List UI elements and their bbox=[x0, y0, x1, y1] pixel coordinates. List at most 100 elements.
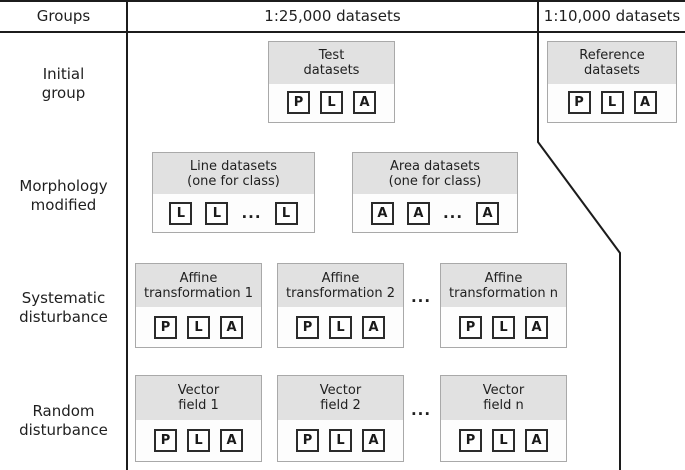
dataset-box-reference: Reference datasets P L A bbox=[547, 41, 677, 123]
line-dataset-chip: L bbox=[492, 429, 515, 453]
dataset-box-items: P L A bbox=[441, 307, 566, 347]
title-line: field n bbox=[483, 398, 524, 414]
area-dataset-chip: A bbox=[362, 429, 385, 453]
dataset-box-items: A A ... A bbox=[353, 194, 517, 232]
title-line: Vector bbox=[319, 383, 362, 399]
ellipsis: ... bbox=[410, 401, 432, 419]
area-dataset-chip: A bbox=[633, 91, 657, 115]
dataset-box-title: Test datasets bbox=[269, 42, 394, 84]
line-dataset-chip: L bbox=[274, 201, 298, 225]
title-line: (one for class) bbox=[187, 173, 280, 189]
area-dataset-chip: A bbox=[370, 201, 394, 225]
line-dataset-chip: L bbox=[320, 91, 343, 115]
title-line: field 1 bbox=[178, 398, 219, 414]
row-label-line: Random bbox=[32, 402, 95, 420]
row-label-line: disturbance bbox=[19, 308, 108, 326]
dataset-box-vector-1: Vector field 1 P L A bbox=[135, 375, 262, 462]
title-line: Test bbox=[318, 47, 345, 63]
point-dataset-chip: P bbox=[459, 315, 482, 339]
area-dataset-chip: A bbox=[362, 315, 385, 339]
title-line: Vector bbox=[482, 383, 525, 399]
dataset-box-title: Affine transformation 1 bbox=[136, 264, 261, 308]
point-dataset-chip: P bbox=[287, 91, 310, 115]
title-line: Affine bbox=[179, 270, 218, 286]
title-line: (one for class) bbox=[388, 173, 482, 189]
dataset-box-affine-n: Affine transformation n P L A bbox=[440, 263, 567, 348]
dataset-box-title: Vector field 1 bbox=[136, 376, 261, 421]
dataset-box-items: P L A bbox=[548, 84, 676, 122]
header-25000-datasets: 1:25,000 datasets bbox=[264, 7, 401, 25]
point-dataset-chip: P bbox=[154, 315, 177, 339]
line-dataset-chip: L bbox=[205, 201, 229, 225]
area-dataset-chip: A bbox=[525, 429, 548, 453]
area-dataset-chip: A bbox=[406, 201, 430, 225]
dataset-box-items: P L A bbox=[136, 420, 261, 461]
ellipsis: ... bbox=[410, 288, 432, 306]
dataset-box-affine-1: Affine transformation 1 P L A bbox=[135, 263, 262, 348]
title-line: datasets bbox=[584, 62, 640, 78]
dataset-box-title: Line datasets (one for class) bbox=[153, 153, 314, 195]
dataset-box-line-datasets: Line datasets (one for class) L L ... L bbox=[152, 152, 315, 233]
area-dataset-chip: A bbox=[220, 429, 243, 453]
dataset-box-area-datasets: Area datasets (one for class) A A ... A bbox=[352, 152, 518, 233]
dataset-box-items: P L A bbox=[441, 420, 566, 461]
row-label-line: Initial bbox=[42, 65, 85, 83]
row-label-morphology-modified: Morphology modified bbox=[0, 177, 127, 215]
area-dataset-chip: A bbox=[525, 315, 548, 339]
dataset-box-items: L L ... L bbox=[153, 194, 314, 232]
line-dataset-chip: L bbox=[329, 315, 352, 339]
header-separator-line bbox=[0, 31, 685, 33]
title-line: Line datasets bbox=[189, 158, 278, 174]
dataset-box-title: Vector field n bbox=[441, 376, 566, 421]
dataset-box-items: P L A bbox=[278, 420, 403, 461]
header-10000-datasets: 1:10,000 datasets bbox=[543, 7, 681, 25]
dataset-box-title: Area datasets (one for class) bbox=[353, 153, 517, 195]
title-line: transformation 1 bbox=[143, 285, 253, 301]
dataset-box-items: P L A bbox=[269, 84, 394, 122]
point-dataset-chip: P bbox=[296, 315, 319, 339]
dataset-box-title: Reference datasets bbox=[548, 42, 676, 84]
title-line: transformation n bbox=[449, 285, 558, 301]
ellipsis: ... bbox=[442, 203, 464, 222]
line-dataset-chip: L bbox=[492, 315, 515, 339]
title-line: transformation 2 bbox=[285, 285, 395, 301]
title-line: Vector bbox=[177, 383, 220, 399]
dataset-box-title: Vector field 2 bbox=[278, 376, 403, 421]
header-groups: Groups bbox=[36, 7, 91, 25]
title-line: field 2 bbox=[320, 398, 361, 414]
point-dataset-chip: P bbox=[567, 91, 591, 115]
line-dataset-chip: L bbox=[329, 429, 352, 453]
row-label-initial-group: Initial group bbox=[0, 65, 127, 103]
ellipsis: ... bbox=[241, 203, 262, 222]
area-dataset-chip: A bbox=[220, 315, 243, 339]
title-line: Reference bbox=[579, 47, 645, 63]
line-dataset-chip: L bbox=[600, 91, 624, 115]
point-dataset-chip: P bbox=[296, 429, 319, 453]
row-label-line: disturbance bbox=[19, 421, 108, 439]
area-dataset-chip: A bbox=[353, 91, 376, 115]
row-label-line: modified bbox=[30, 196, 97, 214]
dataset-box-items: P L A bbox=[278, 307, 403, 347]
point-dataset-chip: P bbox=[154, 429, 177, 453]
title-line: Affine bbox=[484, 270, 523, 286]
dataset-box-vector-2: Vector field 2 P L A bbox=[277, 375, 404, 462]
row-label-line: group bbox=[41, 84, 86, 102]
top-border-line bbox=[0, 0, 685, 2]
title-line: datasets bbox=[303, 62, 360, 78]
title-line: Area datasets bbox=[390, 158, 480, 174]
dataset-box-vector-n: Vector field n P L A bbox=[440, 375, 567, 462]
row-label-random-disturbance: Random disturbance bbox=[0, 402, 127, 440]
groups-column-divider-line bbox=[126, 0, 128, 470]
point-dataset-chip: P bbox=[459, 429, 482, 453]
line-dataset-chip: L bbox=[187, 429, 210, 453]
dataset-box-title: Affine transformation 2 bbox=[278, 264, 403, 308]
line-dataset-chip: L bbox=[187, 315, 210, 339]
title-line: Affine bbox=[321, 270, 360, 286]
row-label-line: Systematic bbox=[21, 289, 106, 307]
dataset-box-title: Affine transformation n bbox=[441, 264, 566, 308]
line-dataset-chip: L bbox=[169, 201, 193, 225]
dataset-box-items: P L A bbox=[136, 307, 261, 347]
area-dataset-chip: A bbox=[476, 201, 500, 225]
row-label-line: Morphology bbox=[19, 177, 108, 195]
